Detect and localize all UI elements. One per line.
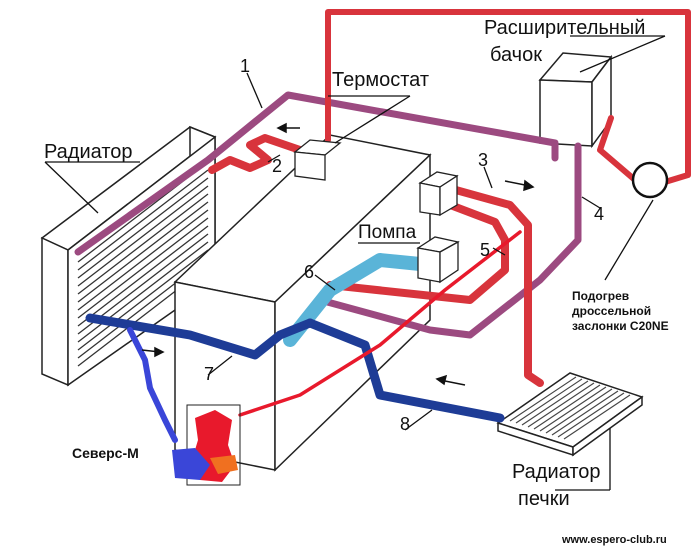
hose-number-7: 7	[204, 364, 214, 384]
hose-number-2: 2	[272, 156, 282, 176]
hose-8	[305, 318, 505, 423]
hose-number-5: 5	[480, 240, 490, 260]
hose-1	[74, 91, 559, 256]
expansion-tank	[538, 52, 613, 149]
pump	[416, 236, 460, 284]
label-heater-radiator-1: Радиатор	[512, 461, 601, 483]
sever-m-heater	[172, 404, 241, 486]
label-radiator: Радиатор	[44, 141, 133, 163]
label-sever-m: Северс-М	[72, 445, 139, 461]
label-thermostat: Термостат	[332, 69, 429, 91]
heater-radiator	[496, 372, 644, 457]
label-expansion-tank-1: Расширительный	[484, 17, 645, 39]
radiator	[40, 125, 217, 387]
sever-m-supply-line	[238, 230, 522, 417]
hose-number-3: 3	[478, 150, 488, 170]
hose-2	[208, 134, 304, 174]
hose-4	[316, 142, 582, 339]
hose-3	[441, 183, 544, 387]
thermostat	[293, 139, 342, 181]
label-throttle-heater-2: дроссельной	[572, 304, 651, 318]
label-throttle-heater-1: Подогрев	[572, 289, 629, 303]
connector-block	[418, 171, 459, 217]
label-throttle-heater-3: заслонки C20NE	[572, 319, 669, 333]
hose-6	[283, 253, 437, 347]
hose-number-6: 6	[304, 262, 314, 282]
throttle-heater-loop	[325, 9, 691, 185]
throttle-heater-symbol	[631, 161, 669, 199]
sever-m-return-line	[127, 327, 178, 443]
hose-number-1: 1	[240, 56, 250, 76]
flow-arrows	[141, 122, 535, 386]
leader-lines	[44, 35, 666, 491]
hose-number-4: 4	[594, 204, 604, 224]
label-expansion-tank-2: бачок	[490, 44, 542, 66]
hose-number-8: 8	[400, 414, 410, 434]
label-website: www.espero-club.ru	[561, 534, 667, 546]
label-pump: Помпа	[358, 222, 417, 243]
label-heater-radiator-2: печки	[518, 488, 570, 510]
hose-7	[85, 313, 315, 360]
